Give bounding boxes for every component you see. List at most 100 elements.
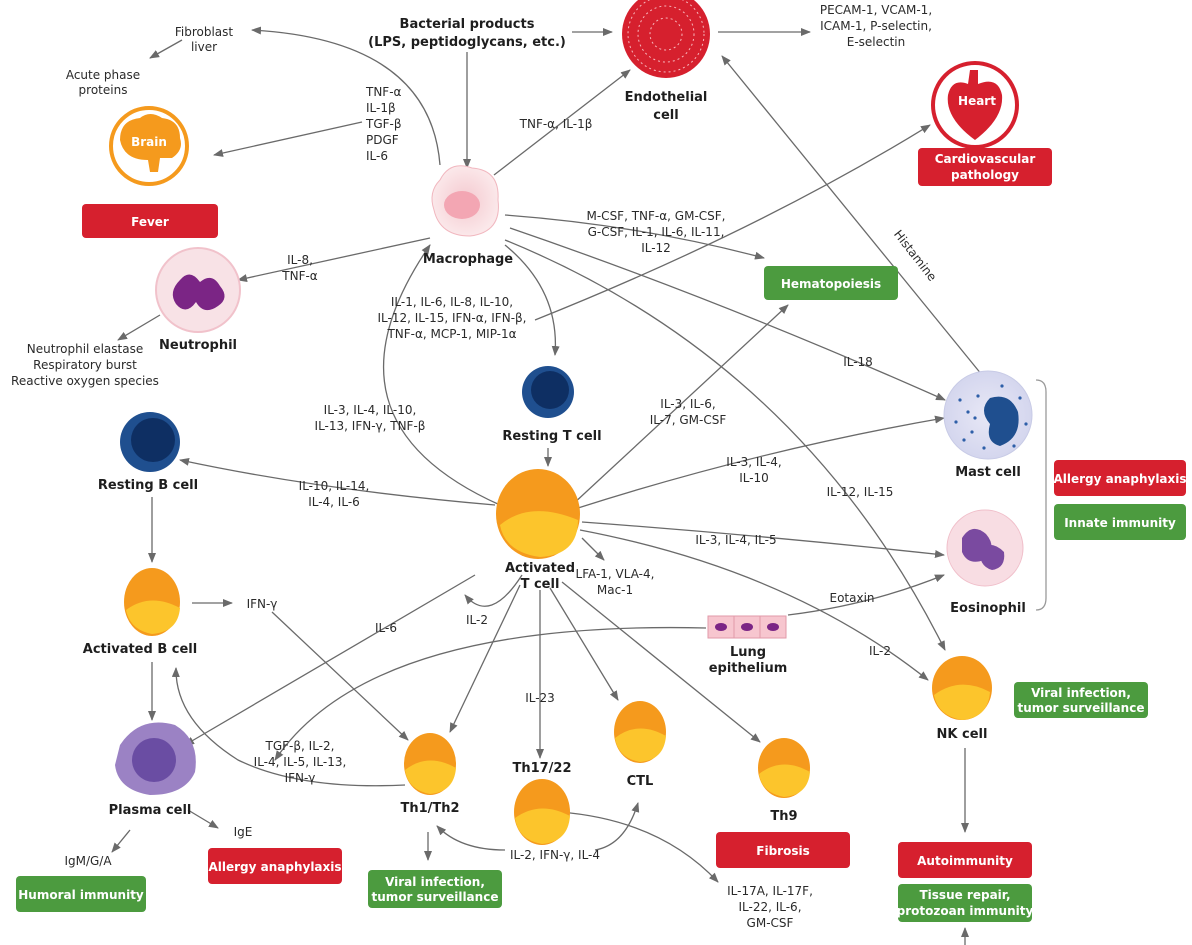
svg-text:tumor surveillance: tumor surveillance bbox=[372, 890, 499, 904]
svg-text:liver: liver bbox=[191, 40, 217, 54]
svg-text:PECAM-1, VCAM-1,: PECAM-1, VCAM-1, bbox=[820, 3, 932, 17]
hematopoiesis-badge: Hematopoiesis bbox=[764, 266, 898, 300]
svg-text:Histamine: Histamine bbox=[891, 227, 939, 283]
svg-text:IL-1β: IL-1β bbox=[366, 101, 396, 115]
svg-text:G-CSF, IL-1, IL-6, IL-11,: G-CSF, IL-1, IL-6, IL-11, bbox=[588, 225, 725, 239]
fever-badge: Fever bbox=[82, 204, 218, 238]
svg-text:IL-12, IL-15, IFN-α, IFN-β,: IL-12, IL-15, IFN-α, IFN-β, bbox=[378, 311, 527, 325]
th17-label: Th17/22 bbox=[512, 761, 571, 776]
svg-text:Fibroblast: Fibroblast bbox=[175, 25, 234, 39]
svg-text:Tissue repair,: Tissue repair, bbox=[919, 888, 1010, 902]
svg-text:Respiratory burst: Respiratory burst bbox=[33, 358, 137, 372]
th9-cell-icon bbox=[758, 738, 810, 798]
th17-cell-icon bbox=[514, 779, 570, 845]
svg-text:IL-17A, IL-17F,: IL-17A, IL-17F, bbox=[727, 884, 813, 898]
svg-text:IL-3, IL-4, IL-10,: IL-3, IL-4, IL-10, bbox=[324, 403, 417, 417]
svg-text:pathology: pathology bbox=[951, 168, 1019, 182]
svg-text:IL-3, IL-4, IL-5: IL-3, IL-4, IL-5 bbox=[695, 533, 776, 547]
macrophage-icon bbox=[431, 165, 499, 237]
svg-text:Viral infection,: Viral infection, bbox=[385, 875, 485, 889]
ctl-label: CTL bbox=[627, 774, 654, 789]
neutrophil-icon bbox=[155, 247, 241, 333]
svg-text:TNF-α, IL-1β: TNF-α, IL-1β bbox=[519, 117, 593, 131]
connector-arrows bbox=[111, 26, 1047, 945]
activated-t-label: Activated bbox=[505, 561, 575, 576]
svg-text:Eotaxin: Eotaxin bbox=[829, 591, 874, 605]
svg-text:Fever: Fever bbox=[131, 215, 169, 229]
svg-text:IL-12, IL-15: IL-12, IL-15 bbox=[827, 485, 894, 499]
svg-text:Fibrosis: Fibrosis bbox=[756, 844, 809, 858]
activated-b-cell-icon bbox=[124, 568, 180, 636]
activated-t-cell-icon bbox=[496, 469, 580, 559]
svg-text:IL-23: IL-23 bbox=[525, 691, 555, 705]
svg-text:Neutrophil elastase: Neutrophil elastase bbox=[27, 342, 143, 356]
svg-text:IL-2, IFN-γ, IL-4: IL-2, IFN-γ, IL-4 bbox=[510, 848, 600, 862]
svg-text:TNF-α, MCP-1, MIP-1α: TNF-α, MCP-1, MIP-1α bbox=[386, 327, 516, 341]
mast-label: Mast cell bbox=[955, 465, 1021, 480]
svg-text:TGF-β: TGF-β bbox=[365, 117, 402, 131]
svg-text:IL-22, IL-6,: IL-22, IL-6, bbox=[738, 900, 801, 914]
svg-text:IFN-γ: IFN-γ bbox=[285, 771, 316, 785]
brain-icon: Brain bbox=[109, 106, 189, 186]
svg-text:protozoan immunity: protozoan immunity bbox=[897, 904, 1034, 918]
neutrophil-label: Neutrophil bbox=[159, 338, 237, 353]
allergy-badge-left: Allergy anaphylaxis bbox=[208, 848, 342, 884]
endothelial-label-2: cell bbox=[653, 108, 678, 123]
viral-nk-badge: Viral infection, tumor surveillance bbox=[1014, 682, 1148, 718]
plasma-cell-icon bbox=[115, 722, 196, 795]
cell-labels: Endothelial cell Macrophage Neutrophil R… bbox=[83, 90, 1026, 824]
svg-text:IL-10, IL-14,: IL-10, IL-14, bbox=[299, 479, 370, 493]
svg-text:ICAM-1, P-selectin,: ICAM-1, P-selectin, bbox=[820, 19, 932, 33]
fibrosis-badge: Fibrosis bbox=[716, 832, 850, 868]
eosinophil-label: Eosinophil bbox=[950, 601, 1026, 616]
svg-text:IL-7, GM-CSF: IL-7, GM-CSF bbox=[650, 413, 727, 427]
svg-text:TNF-α: TNF-α bbox=[281, 269, 318, 283]
cytokine-labels: Bacterial products (LPS, peptidoglycans,… bbox=[11, 3, 939, 930]
svg-text:GM-CSF: GM-CSF bbox=[747, 916, 794, 930]
innate-immunity-badge: Innate immunity bbox=[1054, 504, 1186, 540]
svg-text:IL-18: IL-18 bbox=[843, 355, 873, 369]
allergy-badge-right: Allergy anaphylaxis bbox=[1053, 460, 1187, 496]
viral-th-badge: Viral infection, tumor surveillance bbox=[368, 870, 502, 908]
svg-text:IL-6: IL-6 bbox=[366, 149, 388, 163]
svg-text:LFA-1, VLA-4,: LFA-1, VLA-4, bbox=[576, 567, 655, 581]
svg-text:IL-8,: IL-8, bbox=[287, 253, 313, 267]
svg-text:IL-6: IL-6 bbox=[375, 621, 397, 635]
svg-text:TGF-β, IL-2,: TGF-β, IL-2, bbox=[265, 739, 335, 753]
heart-label: Heart bbox=[958, 94, 996, 108]
cardiovascular-badge: Cardiovascular pathology bbox=[918, 148, 1052, 186]
svg-text:IL-2: IL-2 bbox=[466, 613, 488, 627]
svg-text:IL-4, IL-5, IL-13,: IL-4, IL-5, IL-13, bbox=[254, 755, 347, 769]
svg-text:IgE: IgE bbox=[234, 825, 253, 839]
svg-text:M-CSF, TNF-α, GM-CSF,: M-CSF, TNF-α, GM-CSF, bbox=[587, 209, 726, 223]
bacterial-label: Bacterial products bbox=[400, 17, 535, 32]
endothelial-cell-icon bbox=[622, 0, 710, 78]
plasma-label: Plasma cell bbox=[109, 803, 192, 818]
endothelial-label: Endothelial bbox=[625, 90, 708, 105]
resting-b-cell-icon bbox=[120, 412, 180, 472]
svg-text:IL-3, IL-6,: IL-3, IL-6, bbox=[660, 397, 715, 411]
bacterial-label-2: (LPS, peptidoglycans, etc.) bbox=[368, 35, 566, 50]
brain-label: Brain bbox=[131, 135, 167, 149]
activated-t-label-2: T cell bbox=[521, 577, 560, 592]
svg-text:TNF-α: TNF-α bbox=[365, 85, 402, 99]
svg-text:PDGF: PDGF bbox=[366, 133, 399, 147]
svg-text:Hematopoiesis: Hematopoiesis bbox=[781, 277, 881, 291]
th1-label: Th1/Th2 bbox=[400, 801, 459, 816]
svg-text:IL-4, IL-6: IL-4, IL-6 bbox=[308, 495, 360, 509]
svg-text:Allergy anaphylaxis: Allergy anaphylaxis bbox=[1053, 472, 1186, 486]
svg-text:IFN-γ: IFN-γ bbox=[247, 597, 278, 611]
svg-text:IL-1, IL-6, IL-8, IL-10,: IL-1, IL-6, IL-8, IL-10, bbox=[391, 295, 513, 309]
svg-text:IL-3, IL-4,: IL-3, IL-4, bbox=[726, 455, 781, 469]
svg-text:IL-2: IL-2 bbox=[869, 644, 891, 658]
th9-label: Th9 bbox=[770, 809, 797, 824]
lung-epithelium-icon bbox=[707, 615, 787, 639]
nk-cell-icon bbox=[932, 656, 992, 720]
th1-th2-cell-icon bbox=[404, 733, 456, 795]
svg-text:Cardiovascular: Cardiovascular bbox=[935, 152, 1036, 166]
eosinophil-icon bbox=[946, 509, 1024, 587]
macrophage-label: Macrophage bbox=[423, 252, 513, 267]
svg-text:Innate immunity: Innate immunity bbox=[1064, 516, 1176, 530]
autoimmunity-badge: Autoimmunity bbox=[898, 842, 1032, 878]
